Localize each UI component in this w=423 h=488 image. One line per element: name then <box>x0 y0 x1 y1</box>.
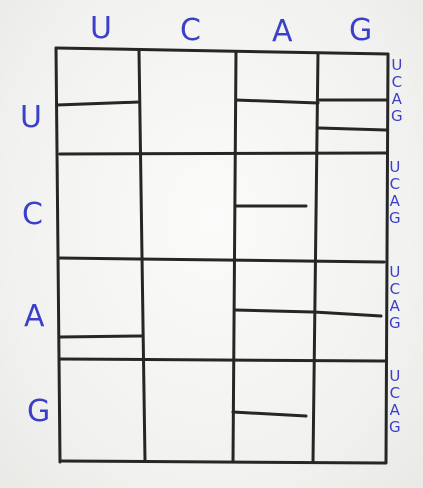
third-label: C <box>389 175 401 193</box>
third-label: C <box>389 384 401 402</box>
column-header-u: U <box>90 11 112 46</box>
third-label: U <box>389 263 401 281</box>
column-header-g: G <box>349 13 373 48</box>
row-divider-3 <box>57 357 388 363</box>
row-header-g: G <box>27 394 51 429</box>
subdivider-au <box>58 334 144 339</box>
third-position-group-a: U C A G <box>389 265 401 331</box>
third-position-group-u: U C A G <box>391 58 403 124</box>
row-divider-1 <box>58 151 388 156</box>
subdivider-ag <box>312 310 383 318</box>
row-divider-2 <box>57 256 386 264</box>
subdivider-ua <box>234 98 320 105</box>
third-label: C <box>391 73 403 91</box>
column-divider-2 <box>231 50 238 464</box>
subdivider-uu <box>55 100 141 107</box>
third-label: G <box>389 209 401 227</box>
third-position-group-c: U C A G <box>389 160 401 226</box>
third-label: A <box>389 297 400 315</box>
column-header-a: A <box>272 14 293 49</box>
third-label: G <box>389 314 401 332</box>
column-divider-3 <box>311 51 320 464</box>
subdivider-aa <box>233 308 315 314</box>
third-label: U <box>391 56 403 74</box>
third-label: G <box>391 107 403 125</box>
row-header-c: C <box>22 197 43 232</box>
row-header-a: A <box>24 299 45 334</box>
grid-border-bottom <box>58 459 388 465</box>
grid-border-left <box>54 46 62 464</box>
third-label: U <box>389 367 401 385</box>
column-divider-1 <box>137 49 147 463</box>
third-position-group-g: U C A G <box>389 369 401 435</box>
grid-border-right <box>384 52 390 464</box>
subdivider-ga <box>231 410 308 418</box>
third-label: A <box>389 192 400 210</box>
row-header-u: U <box>20 100 42 135</box>
third-label: C <box>389 280 401 298</box>
third-label: A <box>389 401 400 419</box>
subdivider-ug-2 <box>317 126 388 132</box>
grid-border-top <box>54 46 390 56</box>
third-label: G <box>389 418 401 436</box>
column-header-c: C <box>180 13 201 48</box>
third-label: U <box>389 158 401 176</box>
third-label: A <box>391 90 402 108</box>
